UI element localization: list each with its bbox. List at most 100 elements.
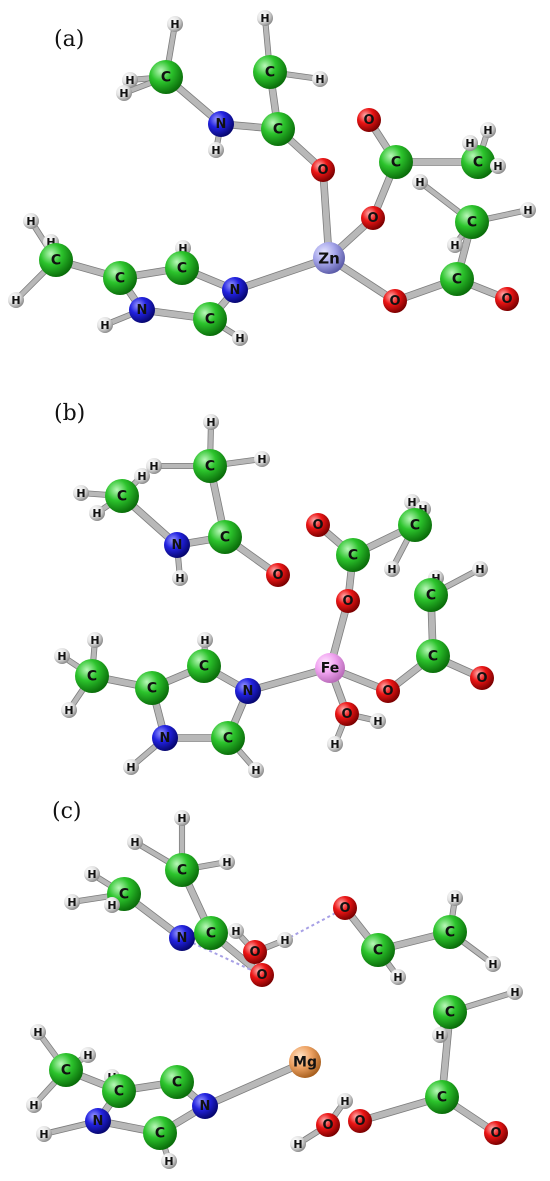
atom-label-c_C2: C xyxy=(119,887,129,903)
atom-label-c_O6: O xyxy=(322,1118,333,1133)
atom-sphere-c_C11 xyxy=(425,1080,459,1114)
atom-sphere-b_H5 xyxy=(73,485,89,501)
atom-label-c_C10: C xyxy=(155,1126,165,1142)
atom-sphere-b_H7 xyxy=(172,570,188,586)
atom-c-b_C3: C xyxy=(208,520,242,554)
atom-label-a_N3: N xyxy=(137,303,148,318)
atom-c-a_C2: C xyxy=(253,55,287,89)
panel-label-b: (b) xyxy=(54,401,85,426)
atom-sphere-b_H16 xyxy=(197,632,213,648)
atom-label-b_C1: C xyxy=(205,459,215,475)
atom-c-c_C10: C xyxy=(143,1116,177,1150)
atom-sphere-a_H11 xyxy=(520,202,536,218)
atom-label-a_H5: H xyxy=(315,73,324,86)
atom-sphere-a_C5 xyxy=(461,145,495,179)
atom-label-b_H12: H xyxy=(431,572,440,585)
atom-o-b_O6: O xyxy=(335,702,359,726)
atom-sphere-c_N3 xyxy=(85,1108,111,1134)
atom-label-c_H3: H xyxy=(222,856,231,869)
atom-sphere-c_C3 xyxy=(194,916,228,950)
atom-sphere-b_O3 xyxy=(336,589,360,613)
atom-c-a_C6: C xyxy=(455,205,489,239)
atom-label-a_H13: H xyxy=(26,215,35,228)
atom-sphere-a_C1 xyxy=(149,60,183,94)
atom-c-a_C10: C xyxy=(103,261,137,295)
atom-label-c_C6: C xyxy=(445,1005,455,1021)
atom-c-b_C11: C xyxy=(211,721,245,755)
atom-sphere-b_H20 xyxy=(248,762,264,778)
panel-label-a: (a) xyxy=(54,27,84,52)
atom-h-b_H2: H xyxy=(146,458,162,474)
atom-label-a_C8: C xyxy=(51,253,61,269)
atom-sphere-c_C4 xyxy=(361,933,395,967)
atom-label-a_C5: C xyxy=(473,155,483,171)
atom-h-c_H7: H xyxy=(228,923,244,939)
atom-label-c_H14: H xyxy=(33,1026,42,1039)
atom-zn-a_Zn: Zn xyxy=(313,242,345,274)
atom-h-c_H21: H xyxy=(290,1136,306,1152)
atom-sphere-c_C5 xyxy=(433,915,467,949)
atom-h-b_H14: H xyxy=(370,713,386,729)
atom-sphere-b_H1 xyxy=(203,414,219,430)
atom-label-b_C11: C xyxy=(223,731,233,747)
atom-o-a_O3: O xyxy=(361,206,385,230)
atom-label-b_H15: H xyxy=(90,634,99,647)
atom-label-b_C8: C xyxy=(87,669,97,685)
atom-sphere-b_C1 xyxy=(193,449,227,483)
atom-sphere-a_N3 xyxy=(129,297,155,323)
atom-label-c_H13: H xyxy=(435,1029,444,1042)
atom-label-b_H17: H xyxy=(57,650,66,663)
atom-h-c_H1: H xyxy=(174,810,190,826)
atom-sphere-c_H20 xyxy=(337,1093,353,1109)
atom-sphere-c_H21 xyxy=(290,1136,306,1152)
atom-sphere-b_O5 xyxy=(470,666,494,690)
atom-label-c_H19: H xyxy=(164,1155,173,1168)
atom-sphere-a_N1 xyxy=(208,111,234,137)
panel-label-c: (c) xyxy=(52,799,82,824)
atom-sphere-a_O2 xyxy=(357,108,381,132)
hydrogen-bond-c_N1-c_O3 xyxy=(181,937,263,976)
atom-sphere-b_H6 xyxy=(89,505,105,521)
atom-sphere-b_O2 xyxy=(306,513,330,537)
atom-sphere-b_C9 xyxy=(135,671,169,705)
atom-label-b_H4: H xyxy=(137,470,146,483)
atom-label-b_H16: H xyxy=(200,634,209,647)
atom-label-a_Zn: Zn xyxy=(318,250,340,268)
atom-label-b_N2: N xyxy=(243,684,254,699)
atom-c-c_C6: C xyxy=(433,995,467,1029)
atom-sphere-b_C4 xyxy=(336,538,370,572)
atom-sphere-a_H18 xyxy=(232,330,248,346)
atom-sphere-a_O5 xyxy=(495,287,519,311)
atom-c-c_C11: C xyxy=(425,1080,459,1114)
atom-label-a_H3: H xyxy=(119,87,128,100)
atom-sphere-c_O2 xyxy=(333,896,357,920)
atom-c-a_C4: C xyxy=(379,145,413,179)
atom-label-a_H15: H xyxy=(178,242,187,255)
atom-label-c_H15: H xyxy=(83,1049,92,1062)
atom-label-b_N1: N xyxy=(172,538,183,553)
atom-label-b_C6: C xyxy=(426,588,436,604)
atom-h-c_H15: H xyxy=(80,1047,96,1063)
atom-c-b_C6: C xyxy=(414,578,448,612)
atom-sphere-c_H9 xyxy=(447,890,463,906)
atom-o-c_O3: O xyxy=(250,963,274,987)
atom-sphere-b_H17 xyxy=(54,648,70,664)
atom-label-c_H18: H xyxy=(39,1128,48,1141)
atom-c-c_C3: C xyxy=(194,916,228,950)
atom-h-b_H17: H xyxy=(54,648,70,664)
atom-h-a_H3: H xyxy=(116,85,132,101)
atom-h-b_H11: H xyxy=(472,561,488,577)
atom-o-c_O2: O xyxy=(333,896,357,920)
atom-h-b_H7: H xyxy=(172,570,188,586)
atom-sphere-c_H5 xyxy=(64,894,80,910)
atom-h-a_H12: H xyxy=(447,237,463,253)
atom-n-c_N1: N xyxy=(169,925,195,951)
atom-c-a_C9: C xyxy=(165,251,199,285)
atom-sphere-c_H12 xyxy=(507,984,523,1000)
atom-label-c_C11: C xyxy=(437,1090,447,1106)
atom-h-b_H3: H xyxy=(254,451,270,467)
atom-label-a_N2: N xyxy=(230,283,241,298)
atom-label-c_H20: H xyxy=(340,1095,349,1108)
atom-o-a_O2: O xyxy=(357,108,381,132)
